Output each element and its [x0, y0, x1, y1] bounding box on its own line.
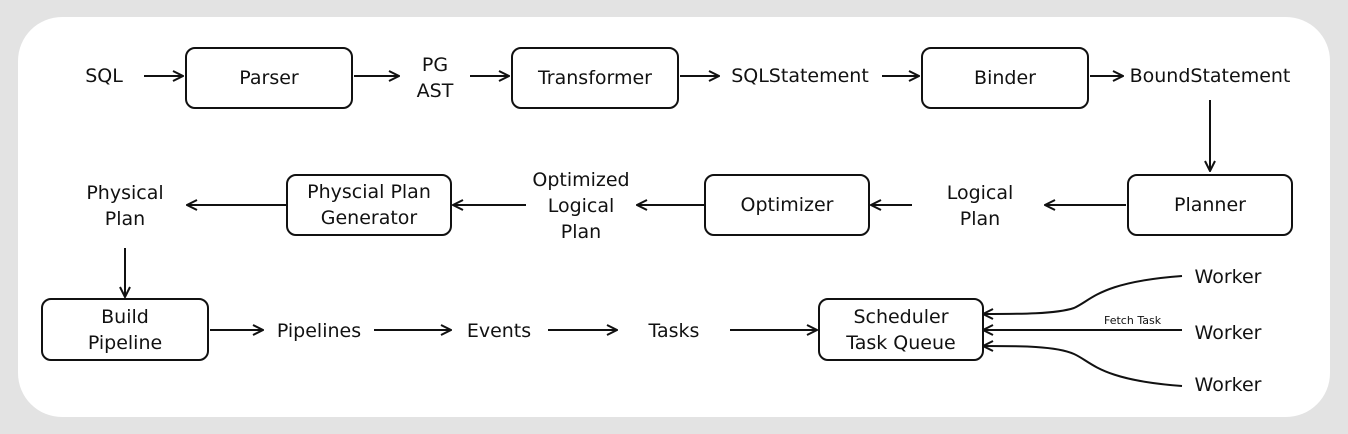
node-binder: Binder — [921, 47, 1089, 109]
node-events: Events — [466, 320, 532, 342]
arrow-worker1-scheduler — [984, 275, 1183, 314]
node-logical-plan: Logical Plan — [946, 182, 1014, 230]
node-tasks: Tasks — [648, 320, 700, 342]
node-transformer: Transformer — [511, 47, 679, 109]
node-planner: Planner — [1127, 174, 1293, 236]
node-optimizer: Optimizer — [704, 174, 870, 236]
node-pipelines: Pipelines — [276, 320, 362, 342]
node-sql-statement: SQLStatement — [731, 65, 869, 87]
node-parser: Parser — [185, 47, 353, 109]
node-scheduler-task-queue: Scheduler Task Queue — [818, 298, 984, 361]
node-sql: SQL — [85, 65, 123, 87]
arrow-worker3-scheduler — [984, 346, 1183, 387]
edge-label-fetch-task: Fetch Task — [1104, 314, 1162, 327]
node-build-pipeline: Build Pipeline — [41, 298, 209, 361]
node-bound-statement: BoundStatement — [1129, 65, 1291, 87]
node-physical-plan: Physical Plan — [86, 182, 164, 230]
node-pg-ast: PG AST — [416, 54, 454, 102]
node-worker-1: Worker — [1194, 266, 1262, 288]
node-optimized-logical-plan: Optimized Logical Plan — [532, 169, 630, 243]
node-physical-plan-generator: Physcial Plan Generator — [286, 174, 452, 236]
node-worker-3: Worker — [1194, 374, 1262, 396]
node-worker-2: Worker — [1194, 322, 1262, 344]
